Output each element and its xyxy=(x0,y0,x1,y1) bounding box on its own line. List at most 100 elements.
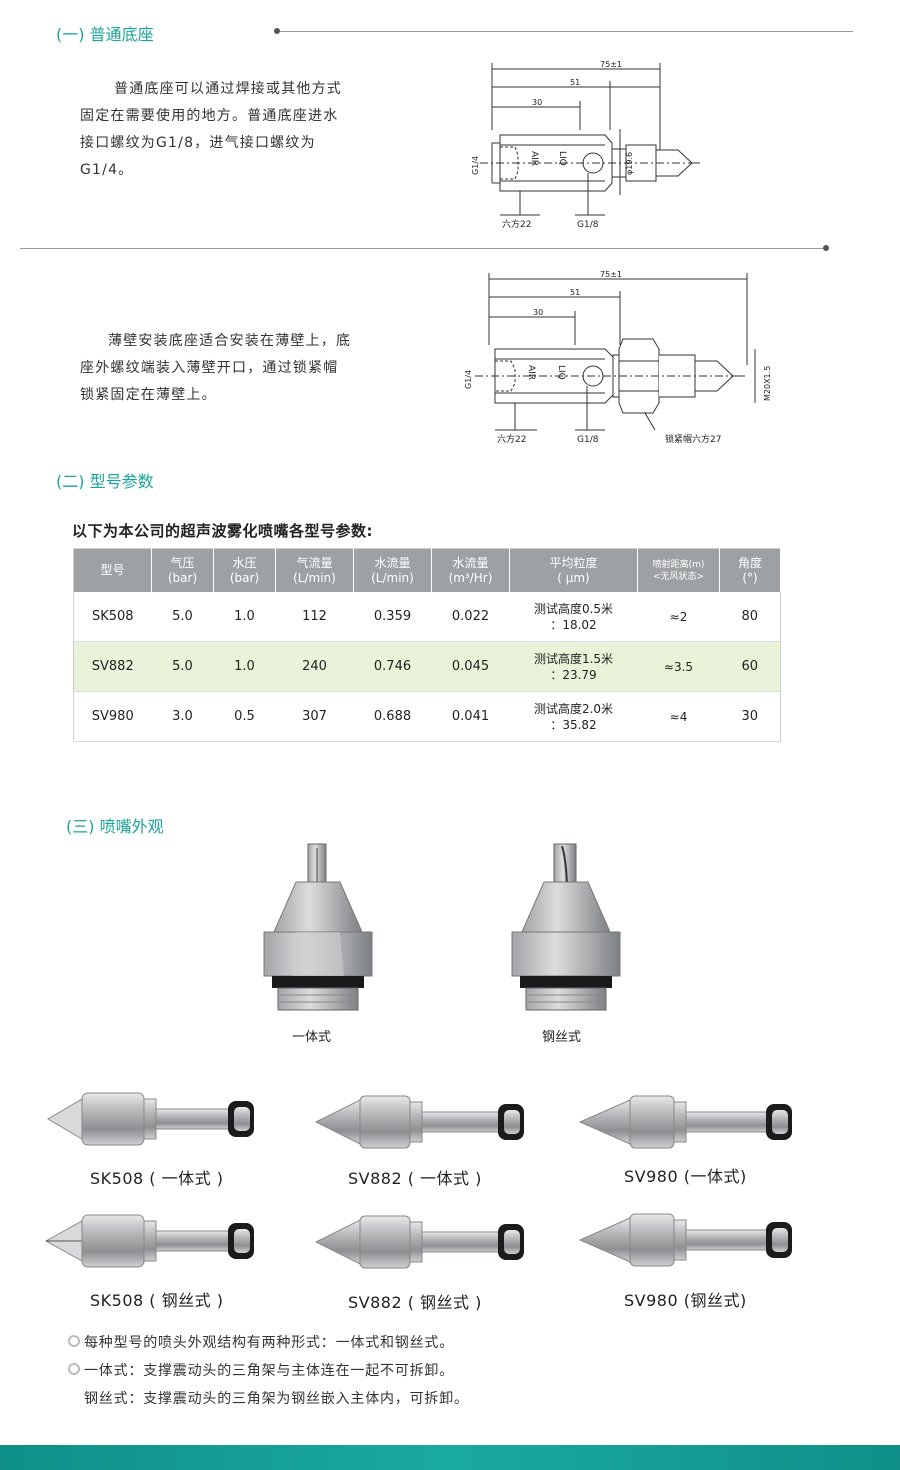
cell-water-pressure: 1.0 xyxy=(213,641,276,692)
nozzle-sk508-wire-image xyxy=(44,1214,254,1268)
lock-nut-label: 锁紧帽六方27 xyxy=(665,433,721,445)
desc-line: G1/4。 xyxy=(80,162,134,178)
bullet-icon xyxy=(68,1363,80,1375)
bottom-bar xyxy=(0,1445,900,1470)
cell-water-flow-l: 0.688 xyxy=(353,691,432,742)
cell-air-pressure: 3.0 xyxy=(151,691,214,742)
cell-spray-distance: ≈4 xyxy=(637,691,720,742)
nozzle-sv882-wire-image xyxy=(314,1215,524,1269)
col-header-spray-distance: 喷射距离(m)<无风状态> xyxy=(637,548,720,592)
section-title-appearance: (三) 喷嘴外观 xyxy=(66,817,164,836)
col-header-model: 型号 xyxy=(73,548,152,592)
col-header-air-pressure: 气压(bar) xyxy=(151,548,214,592)
air-label: AIR xyxy=(529,151,539,166)
col-header-water-flow-l: 水流量(L/min) xyxy=(353,548,432,592)
thread-label: M20X1.5 xyxy=(763,366,772,401)
caption-sv882-integral: SV882 ( 一体式 ) xyxy=(348,1169,482,1188)
note-item: 每种型号的喷头外观结构有两种形式：一体式和钢丝式。 xyxy=(68,1332,454,1352)
dim-51: 51 xyxy=(570,288,580,297)
g14-label: G1/4 xyxy=(464,370,473,389)
col-header-particle-size: 平均粒度( μm) xyxy=(509,548,638,592)
section-title-model-params: (二) 型号参数 xyxy=(56,472,154,491)
thin-wall-base-drawing: 75±1 51 30 G1/4 AIR LIQ M20X1.5 六方22 G1/… xyxy=(464,270,772,445)
cell-particle-size: 测试高度0.5米：18.02 xyxy=(509,592,638,642)
phi-label: φ19.6 xyxy=(625,152,634,175)
g18-label: G1/8 xyxy=(577,220,599,230)
cell-water-flow-l: 0.746 xyxy=(353,641,432,692)
section-divider xyxy=(278,31,853,32)
cell-angle: 60 xyxy=(719,641,781,692)
cell-water-pressure: 1.0 xyxy=(213,592,276,642)
caption-sk508-integral: SK508 ( 一体式 ) xyxy=(90,1169,224,1188)
cell-air-pressure: 5.0 xyxy=(151,641,214,692)
desc-line: 座外螺纹端装入薄壁开口，通过锁紧帽 xyxy=(80,360,339,376)
cell-water-pressure: 0.5 xyxy=(213,691,276,742)
note-item: 钢丝式：支撑震动头的三角架为钢丝嵌入主体内，可拆卸。 xyxy=(84,1391,469,1407)
desc-line: 接口螺纹为G1/8，进气接口螺纹为 xyxy=(80,135,316,151)
desc-line: 固定在需要使用的地方。普通底座进水 xyxy=(80,108,339,124)
desc-line: 锁紧固定在薄壁上。 xyxy=(80,387,217,403)
divider-dot xyxy=(274,28,280,34)
nozzle-sv980-integral-image xyxy=(578,1095,792,1149)
bullet-icon xyxy=(68,1335,80,1347)
caption-sv980-wire: SV980 (钢丝式) xyxy=(624,1291,747,1310)
thin-wall-base-description: 薄壁安装底座适合安装在薄壁上，底 座外螺纹端装入薄壁开口，通过锁紧帽 锁紧固定在… xyxy=(80,328,390,409)
label-integral: 一体式 xyxy=(292,1030,332,1045)
hex-label: 六方22 xyxy=(497,433,526,445)
table-header-row: 型号 气压(bar) 水压(bar) 气流量(L/min) 水流量(L/min)… xyxy=(73,548,781,592)
basic-base-drawing: 75±1 51 30 G1/4 AIR LIQ φ19.6 六方22 G1/8 xyxy=(471,60,700,230)
caption-sv980-integral: SV980 (一体式) xyxy=(624,1167,747,1186)
caption-sk508-wire: SK508 ( 钢丝式 ) xyxy=(90,1291,224,1310)
cell-water-flow-m3: 0.022 xyxy=(431,592,510,642)
table-row: SV980 3.0 0.5 307 0.688 0.041 测试高度2.0米：3… xyxy=(73,691,781,742)
cell-particle-size: 测试高度1.5米：23.79 xyxy=(509,641,638,692)
cell-angle: 30 xyxy=(719,691,781,742)
col-header-air-flow: 气流量(L/min) xyxy=(275,548,354,592)
cell-spray-distance: ≈3.5 xyxy=(637,641,720,692)
dim-30: 30 xyxy=(533,308,543,317)
cell-water-flow-m3: 0.045 xyxy=(431,641,510,692)
col-header-angle: 角度(°) xyxy=(719,548,781,592)
nozzle-sv980-wire-image xyxy=(578,1213,792,1267)
dim-51: 51 xyxy=(570,78,580,87)
col-header-water-pressure: 水压(bar) xyxy=(213,548,276,592)
dim-total: 75±1 xyxy=(600,270,622,279)
cell-air-flow: 112 xyxy=(275,592,354,642)
g18-label: G1/8 xyxy=(577,435,599,445)
cell-angle: 80 xyxy=(719,592,781,642)
hex-label: 六方22 xyxy=(502,218,531,230)
cell-air-pressure: 5.0 xyxy=(151,592,214,642)
air-label: AIR xyxy=(526,365,536,380)
note-item: 一体式：支撑震动头的三角架与主体连在一起不可拆卸。 xyxy=(68,1360,454,1380)
dim-total: 75±1 xyxy=(600,60,622,69)
nozzle-integral-image xyxy=(263,843,373,1011)
cell-model: SV980 xyxy=(73,691,152,742)
cell-model: SK508 xyxy=(73,592,152,642)
divider-dot xyxy=(823,245,829,251)
cell-spray-distance: ≈2 xyxy=(637,592,720,642)
nozzle-sv882-integral-image xyxy=(314,1095,524,1149)
col-header-water-flow-m3: 水流量(m³/Hr) xyxy=(431,548,510,592)
cell-air-flow: 240 xyxy=(275,641,354,692)
table-title: 以下为本公司的超声波雾化喷嘴各型号参数: xyxy=(72,522,374,540)
section-divider xyxy=(20,248,825,249)
nozzle-sk508-integral-image xyxy=(47,1092,254,1146)
cell-air-flow: 307 xyxy=(275,691,354,742)
desc-line: 薄壁安装底座适合安装在薄壁上，底 xyxy=(108,333,352,349)
params-table: 型号 气压(bar) 水压(bar) 气流量(L/min) 水流量(L/min)… xyxy=(73,548,781,742)
basic-base-description: 普通底座可以通过焊接或其他方式 固定在需要使用的地方。普通底座进水 接口螺纹为G… xyxy=(80,76,380,184)
liq-label: LIQ xyxy=(557,151,567,166)
nozzle-wire-image xyxy=(511,843,621,1011)
caption-sv882-wire: SV882 ( 钢丝式 ) xyxy=(348,1293,482,1312)
section-title-basic-base: (一) 普通底座 xyxy=(56,25,154,44)
cell-particle-size: 测试高度2.0米：35.82 xyxy=(509,691,638,742)
table-row: SV882 5.0 1.0 240 0.746 0.045 测试高度1.5米：2… xyxy=(73,641,781,692)
cell-model: SV882 xyxy=(73,641,152,692)
label-wire: 钢丝式 xyxy=(542,1030,582,1045)
cell-water-flow-l: 0.359 xyxy=(353,592,432,642)
cell-water-flow-m3: 0.041 xyxy=(431,691,510,742)
dim-30: 30 xyxy=(532,98,542,107)
desc-line: 普通底座可以通过焊接或其他方式 xyxy=(114,81,342,97)
table-row: SK508 5.0 1.0 112 0.359 0.022 测试高度0.5米：1… xyxy=(73,592,781,642)
liq-label: LIQ xyxy=(556,365,566,380)
